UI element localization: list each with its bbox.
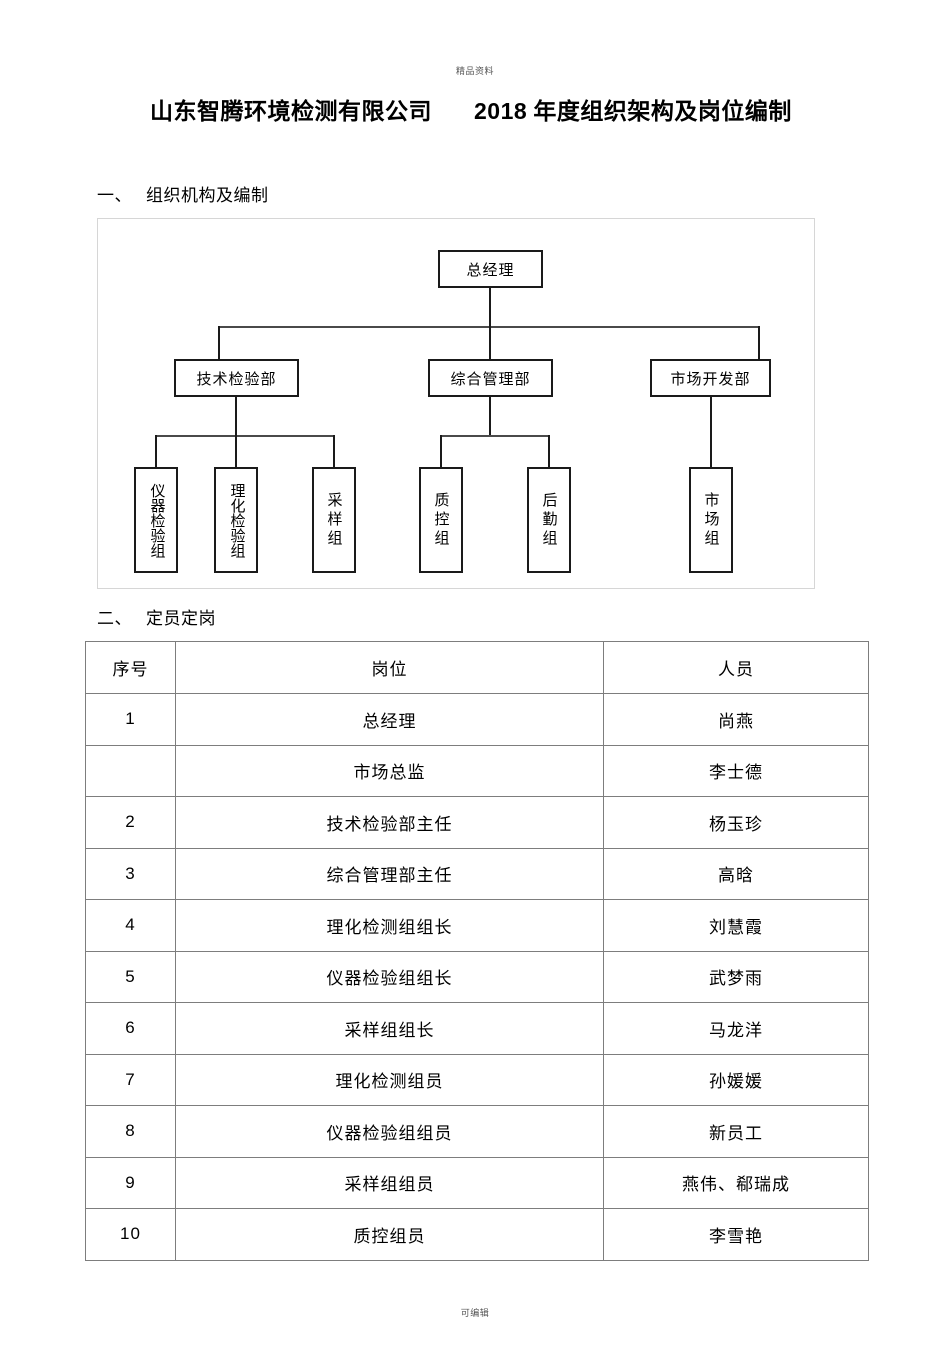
cell-person: 马龙洋: [603, 1002, 869, 1055]
connector-dept-2-drop: [489, 326, 491, 365]
org-node-dept-administrative: 综合管理部: [428, 359, 553, 397]
section-heading-1: 一、组织机构及编制: [97, 181, 269, 206]
org-node-group-instrument-inspection: 仪器检验组: [134, 467, 178, 573]
section-1-title: 组织机构及编制: [146, 186, 269, 205]
cell-no: 2: [85, 796, 176, 849]
connector-technical-child-2: [235, 435, 237, 469]
section-heading-2: 二、定员定岗: [97, 604, 216, 629]
connector-admin-stem: [489, 397, 491, 437]
cell-no: 8: [85, 1105, 176, 1158]
org-node-group-sampling: 采样组: [312, 467, 356, 573]
connector-dept-1-drop: [218, 326, 220, 365]
connector-admin-child-2: [548, 435, 550, 469]
column-header-no: 序号: [85, 641, 176, 694]
connector-admin-child-1: [440, 435, 442, 469]
watermark-bottom: 可编辑: [460, 1308, 490, 1318]
cell-no: 1: [85, 693, 176, 746]
cell-person: 李士德: [603, 744, 869, 797]
cell-no: [85, 744, 176, 797]
cell-person: 尚燕: [603, 693, 869, 746]
cell-no: 10: [85, 1208, 176, 1261]
cell-position: 总经理: [175, 693, 604, 746]
org-node-dept-market: 市场开发部: [650, 359, 771, 397]
org-node-dept-technical: 技术检验部: [174, 359, 299, 397]
cell-position: 采样组组员: [175, 1156, 604, 1209]
cell-no: 5: [85, 950, 176, 1003]
cell-position: 技术检验部主任: [175, 796, 604, 849]
connector-dept-3-drop: [758, 326, 760, 365]
connector-root-stem: [489, 288, 491, 326]
connector-market-stem: [710, 397, 712, 469]
title-year: 2018: [474, 98, 528, 124]
connector-admin-bus: [440, 435, 550, 437]
cell-no: 6: [85, 1002, 176, 1055]
cell-person: 孙媛媛: [603, 1053, 869, 1106]
connector-technical-stem: [235, 397, 237, 437]
org-chart: 总经理 技术检验部 综合管理部 市场开发部 仪器检验组 理化检验组 采样组 质控…: [97, 218, 815, 589]
cell-person: 新员工: [603, 1105, 869, 1158]
org-node-root: 总经理: [438, 250, 543, 288]
cell-no: 9: [85, 1156, 176, 1209]
page-title: 山东智腾环境检测有限公司 2018 年度组织架构及岗位编制: [150, 92, 830, 126]
title-rest: 年度组织架构及岗位编制: [533, 99, 792, 124]
cell-no: 4: [85, 899, 176, 952]
cell-position: 市场总监: [175, 744, 604, 797]
cell-position: 综合管理部主任: [175, 847, 604, 900]
cell-person: 李雪艳: [603, 1208, 869, 1261]
cell-person: 燕伟、郗瑞成: [603, 1156, 869, 1209]
watermark-top: 精品资料: [455, 66, 494, 76]
table-header-row: 序号 岗位 人员: [85, 641, 869, 694]
section-2-title: 定员定岗: [146, 609, 216, 628]
cell-no: 3: [85, 847, 176, 900]
section-1-number: 一、: [97, 186, 132, 205]
section-2-number: 二、: [97, 609, 132, 628]
cell-position: 仪器检验组组员: [175, 1105, 604, 1158]
column-header-person: 人员: [603, 641, 869, 694]
org-node-group-quality-control: 质控组: [419, 467, 463, 573]
title-company: 山东智腾环境检测有限公司: [150, 99, 432, 124]
cell-position: 采样组组长: [175, 1002, 604, 1055]
cell-position: 质控组员: [175, 1208, 604, 1261]
cell-position: 仪器检验组组长: [175, 950, 604, 1003]
cell-position: 理化检测组组长: [175, 899, 604, 952]
connector-technical-child-3: [333, 435, 335, 469]
cell-position: 理化检测组员: [175, 1053, 604, 1106]
column-header-position: 岗位: [175, 641, 604, 694]
org-node-group-physchem-inspection: 理化检验组: [214, 467, 258, 573]
org-node-group-market: 市场组: [689, 467, 733, 573]
cell-person: 武梦雨: [603, 950, 869, 1003]
connector-technical-child-1: [155, 435, 157, 469]
cell-person: 刘慧霞: [603, 899, 869, 952]
org-node-group-logistics: 后勤组: [527, 467, 571, 573]
cell-person: 杨玉珍: [603, 796, 869, 849]
cell-no: 7: [85, 1053, 176, 1106]
table-row: 市场总监李士德: [85, 744, 869, 797]
cell-person: 高晗: [603, 847, 869, 900]
connector-technical-bus: [155, 435, 335, 437]
